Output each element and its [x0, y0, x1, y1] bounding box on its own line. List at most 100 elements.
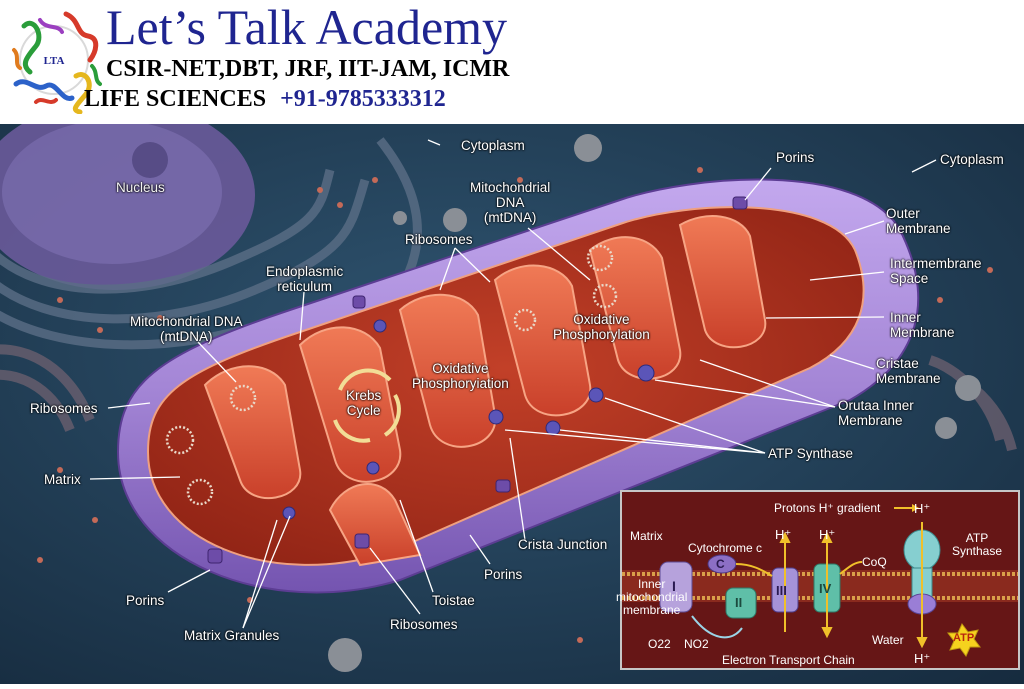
electron-arrow-3: [839, 561, 863, 575]
label-krebs-line1: Krebs: [346, 388, 382, 403]
label-cytoplasm-top: Cytoplasm: [461, 138, 525, 153]
inset-inner-membrane-line1: Inner: [638, 577, 666, 591]
etc-inset-panel: Protons H⁺ gradient H⁺ Matrix Cytochrome…: [616, 490, 1020, 670]
cristae-folds: [203, 215, 767, 567]
inset-cytochrome-c: Cytochrome c: [688, 541, 763, 555]
label-cristae-membrane-line1: Cristae: [876, 356, 919, 371]
inset-inner-membrane: Inner mitochondrial membrane: [616, 578, 687, 617]
label-porins-top: Porins: [776, 150, 815, 165]
inset-etc-title: Electron Transport Chain: [722, 653, 855, 667]
label-outer-membrane: Outer Membrane: [886, 206, 951, 236]
label-mtdna-left-line1: Mitochondrial DNA: [130, 314, 243, 329]
leader-lines: [89, 139, 937, 629]
label-inner-membrane: Inner Membrane: [890, 310, 955, 340]
label-oxphos-center-line1: Oxidative: [432, 361, 489, 376]
inset-complex-i: I: [672, 578, 676, 594]
label-mtdna-left: Mitochondrial DNA (mtDNA): [130, 314, 243, 344]
label-oim-line1: Orutaa Inner: [838, 398, 914, 413]
inset-complex-iv: IV: [819, 581, 832, 596]
inset-inner-membrane-line3: membrane: [623, 603, 681, 617]
subject-label: LIFE SCIENCES: [84, 86, 267, 112]
label-krebs-line2: Cycle: [346, 403, 381, 418]
mitochondrial-matrix: [146, 206, 865, 566]
inset-h-iii: H⁺: [775, 527, 792, 542]
label-krebs-cycle: Krebs Cycle: [346, 388, 381, 418]
header: LTA Let’s Talk Academy CSIR-NET,DBT, JRF…: [0, 0, 1024, 124]
inset-coq: CoQ: [862, 555, 887, 569]
label-er-line1: Endoplasmic: [266, 264, 344, 279]
gradient-arrow-head: [912, 504, 919, 512]
label-nucleus: Nucleus: [116, 180, 165, 195]
label-outer-inner-membrane: Orutaa Inner Membrane: [838, 398, 914, 428]
inset-inner-membrane-line2: mitochondrial: [616, 590, 688, 604]
inset-water: Water: [872, 633, 904, 647]
label-oxidative-phos-center: Oxidative Phosphoryiation: [412, 361, 509, 391]
inset-atp: ATP: [953, 632, 975, 644]
label-crista-junction: Crista Junction: [518, 537, 608, 552]
label-mtdna-left-line2: (mtDNA): [160, 329, 213, 344]
atp-synthase-knobs: [282, 319, 655, 520]
inset-matrix: Matrix: [630, 529, 663, 543]
label-oxphos-right-line1: Oxidative: [573, 312, 630, 327]
logo-molecule-art: [12, 11, 102, 114]
label-ribosomes-top: Ribosomes: [405, 232, 473, 247]
subject-line: LIFE SCIENCES +91-9785333312: [84, 87, 446, 111]
label-porins-bottom-center: Porins: [484, 567, 523, 582]
label-outer-membrane-line2: Membrane: [886, 221, 951, 236]
label-mtdna-center: Mitochondrial DNA (mtDNA): [470, 180, 550, 225]
label-oxphos-center-line2: Phosphoryiation: [412, 376, 509, 391]
label-ribosomes-left: Ribosomes: [30, 401, 98, 416]
inset-c-label: C: [716, 557, 725, 571]
inset-complex-ii: II: [735, 595, 743, 610]
academy-logo: LTA: [12, 11, 102, 114]
label-mtdna-center-line1: Mitochondrial: [470, 180, 551, 195]
label-cytoplasm-right: Cytoplasm: [940, 152, 1004, 167]
inset-complex-iii: III: [776, 583, 787, 598]
inset-h-bottom: H⁺: [914, 651, 931, 666]
label-endoplasmic-reticulum: Endoplasmic reticulum: [266, 264, 343, 294]
electron-arrow-1: [691, 615, 743, 639]
complex-ii: [725, 587, 757, 619]
logo-text: LTA: [44, 55, 65, 67]
krebs-cycle-arrows: [333, 368, 401, 443]
etc-inset-artwork: [622, 504, 1018, 657]
phone-number: +91-9785333312: [280, 86, 446, 112]
label-oxphos-right-line2: Phosphorylation: [553, 327, 650, 342]
label-cristae-membrane: Cristae Membrane: [876, 356, 941, 386]
label-cristae-membrane-line2: Membrane: [876, 371, 941, 386]
academy-title: Let’s Talk Academy: [106, 0, 508, 55]
inset-no2: NO2: [684, 637, 709, 651]
label-inner-membrane-line2: Membrane: [890, 325, 955, 340]
label-inner-membrane-line1: Inner: [890, 310, 921, 325]
label-oxidative-phos-right: Oxidative Phosphorylation: [553, 312, 650, 342]
label-intermembrane-space: Intermembrane Space: [890, 256, 982, 286]
label-oim-line2: Membrane: [838, 413, 903, 428]
inset-h-iv: H⁺: [819, 527, 836, 542]
label-outer-membrane-line1: Outer: [886, 206, 920, 221]
label-matrix: Matrix: [44, 472, 81, 487]
inset-atp-synthase-line2: Synthase: [952, 544, 1003, 558]
inset-o2: O22: [648, 637, 671, 651]
exam-list: CSIR-NET,DBT, JRF, IIT-JAM, ICMR: [106, 56, 510, 82]
label-toistae: Toistae: [432, 593, 475, 608]
complex-i: [659, 561, 693, 613]
inset-proton-gradient: Protons H⁺ gradient: [774, 501, 881, 515]
label-mtdna-center-line2: DNA: [495, 195, 525, 210]
label-ribosomes-bottom: Ribosomes: [390, 617, 458, 632]
proton-arrows: [779, 522, 928, 649]
label-porins-bottom-left: Porins: [126, 593, 165, 608]
atp-star: [947, 623, 981, 657]
label-mtdna-center-line3: (mtDNA): [483, 210, 537, 225]
label-intermembrane-space-line2: Space: [890, 271, 929, 286]
electron-arrow-2: [735, 563, 773, 577]
porin-channels: [207, 196, 748, 564]
inset-atp-synthase-label: ATP Synthase: [952, 532, 1002, 558]
label-atp-synthase: ATP Synthase: [768, 446, 854, 461]
label-er-line2: reticulum: [277, 279, 333, 294]
label-matrix-granules: Matrix Granules: [184, 628, 280, 643]
inset-h-top: H⁺: [914, 501, 931, 516]
nucleus-shape: [0, 100, 255, 290]
mtdna-rings: [165, 244, 618, 506]
inset-atp-synthase-line1: ATP: [965, 531, 989, 545]
cytoplasm-vesicles: [328, 134, 981, 672]
